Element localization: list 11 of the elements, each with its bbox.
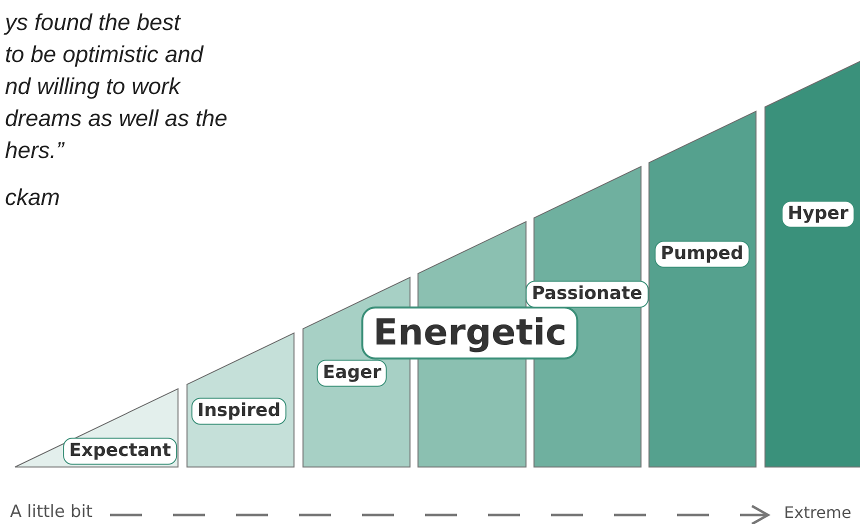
scale-start-label: A little bit	[10, 502, 93, 522]
level-label: Pumped	[654, 240, 750, 268]
level-label: Expectant	[63, 438, 177, 464]
quote-author: ckam	[4, 184, 60, 211]
level-label: Eager	[316, 360, 388, 386]
level-label: Passionate	[526, 280, 648, 308]
level-label: Hyper	[782, 200, 854, 228]
scale-end-label: Extreme	[784, 503, 852, 522]
quote-text: ys found the best to be optimistic and nd willing to work dreams as well as the hers.”	[3, 8, 228, 165]
level-label: Energetic	[361, 306, 579, 360]
level-label: Inspired	[191, 398, 287, 424]
